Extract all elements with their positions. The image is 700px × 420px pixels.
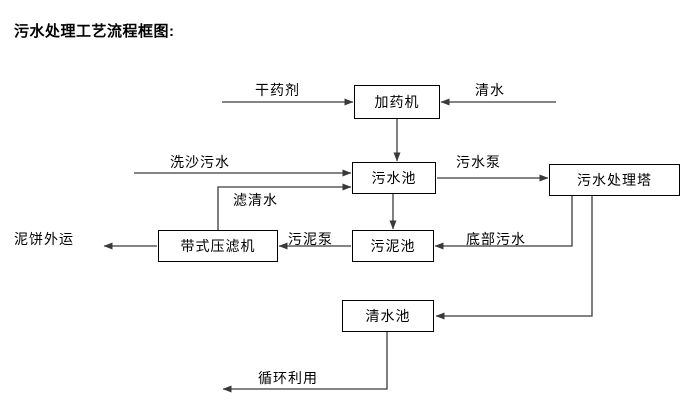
node-belt-filter-press[interactable]: 带式压滤机 xyxy=(158,230,278,262)
label-dry-reagent-input: 干药剂 xyxy=(255,82,300,98)
page-title: 污水处理工艺流程框图: xyxy=(14,23,175,40)
node-sludge-pool[interactable]: 污泥池 xyxy=(352,230,434,262)
node-sewage-pool[interactable]: 污水池 xyxy=(352,162,436,194)
label-sewage-pump: 污水泵 xyxy=(456,154,501,170)
node-label: 污泥池 xyxy=(370,238,416,254)
edge-filtered-water-to-sewage-pool xyxy=(217,183,352,230)
label-clean-water-input: 清水 xyxy=(475,82,505,98)
node-dosing-machine[interactable]: 加药机 xyxy=(354,85,440,119)
node-clear-water-pool[interactable]: 清水池 xyxy=(342,300,434,332)
node-label: 加药机 xyxy=(374,94,420,110)
node-label: 清水池 xyxy=(365,308,411,324)
node-label: 污水池 xyxy=(371,170,417,186)
label-mud-cake-output: 泥饼外运 xyxy=(14,231,74,247)
label-bottom-sewage: 底部污水 xyxy=(466,231,526,247)
label-sand-wash-sewage-input: 洗沙污水 xyxy=(170,154,230,170)
node-label: 污水处理塔 xyxy=(577,172,652,188)
label-recycle-reuse: 循环利用 xyxy=(258,370,318,386)
edge-tower-to-clear-water-pool xyxy=(435,196,593,320)
edge-bottom-sewage-to-sludge-pool xyxy=(434,196,573,250)
label-filtered-water: 滤清水 xyxy=(233,192,278,208)
node-label: 带式压滤机 xyxy=(180,238,256,254)
node-sewage-treatment-tower[interactable]: 污水处理塔 xyxy=(549,164,680,196)
edge-clear-water-pool-recycle xyxy=(222,332,388,393)
label-sludge-pump: 污泥泵 xyxy=(288,231,333,247)
